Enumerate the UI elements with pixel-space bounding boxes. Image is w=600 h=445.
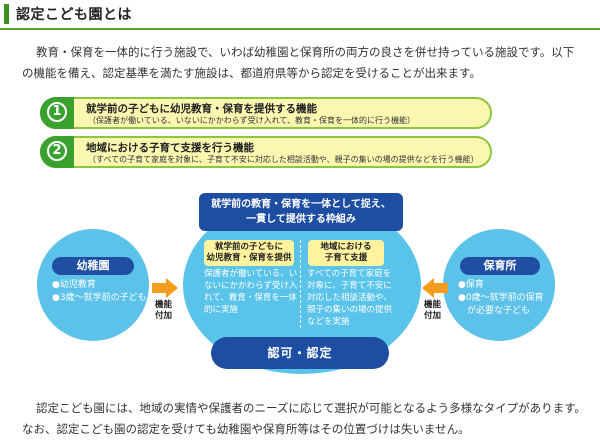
header-accent-bar	[4, 4, 9, 24]
hoikusho-items: ●保育 ●0歳～就学前の保育 が必要な子ども	[458, 280, 544, 316]
column-divider	[300, 240, 302, 328]
right-feature-box: 地域における 子育て支援	[308, 240, 384, 266]
arrow-left-icon	[422, 278, 448, 298]
function-title: 就学前の子どもに幼児教育・保育を提供する機能	[86, 103, 317, 115]
function-item-2: 2 地域における子育て支援を行う機能 （すべての子育て家庭を対象に、子育て不安に…	[40, 136, 492, 168]
number-badge: 1	[40, 97, 74, 129]
outro-paragraph: 認定こども園には、地域の実情や保護者のニーズに応じて選択が可能となるよう多様なタ…	[22, 401, 586, 436]
hoikusho-circle	[443, 229, 555, 341]
right-feature-text: すべての子育て家庭を 対象に、子育て不安に 対応した相談活動や、 親子の集いの場…	[307, 269, 393, 327]
kinou-fuka-left: 機能付加	[155, 300, 173, 321]
hoikusho-label: 保育所	[460, 257, 540, 275]
youchien-circle	[37, 229, 149, 341]
function-title: 地域における子育て支援を行う機能	[86, 142, 254, 154]
kinou-fuka-right: 機能付加	[424, 300, 442, 321]
youchien-label: 幼稚園	[52, 257, 134, 275]
intro-paragraph: 教育・保育を一体的に行う施設で、いわば幼稚園と保育所の両方の良さを併せ持っている…	[22, 45, 575, 80]
number-badge: 2	[40, 136, 74, 168]
youchien-items: ●幼児教育 ●3歳～就学前の子ども	[52, 280, 147, 303]
function-description: （すべての子育て家庭を対象に、子育て不安に対応した相談活動や、親子の集いの場の提…	[88, 155, 479, 164]
nintei-badge: 認可・認定	[211, 337, 389, 369]
left-feature-box: 就学前の子どもに 幼児教育・保育を提供	[204, 240, 294, 266]
function-description: （保護者が働いている、いないにかかわらず受け入れて、教育・保育を一体的に行う機能…	[88, 116, 415, 125]
left-feature-text: 保護者が働いている、い ないにかかわらず受け入 れて、教育・保育を一体 的に実施	[204, 269, 298, 315]
center-title-box: 就学前の教育・保育を一体として捉え、 一貫して提供する枠組み	[199, 193, 403, 231]
function-item-1: 1 就学前の子どもに幼児教育・保育を提供する機能 （保護者が働いている、いないに…	[40, 97, 492, 129]
page-title: 認定こども園とは	[16, 7, 132, 23]
arrow-right-icon	[152, 278, 178, 298]
section-header: 認定こども園とは	[0, 0, 600, 30]
